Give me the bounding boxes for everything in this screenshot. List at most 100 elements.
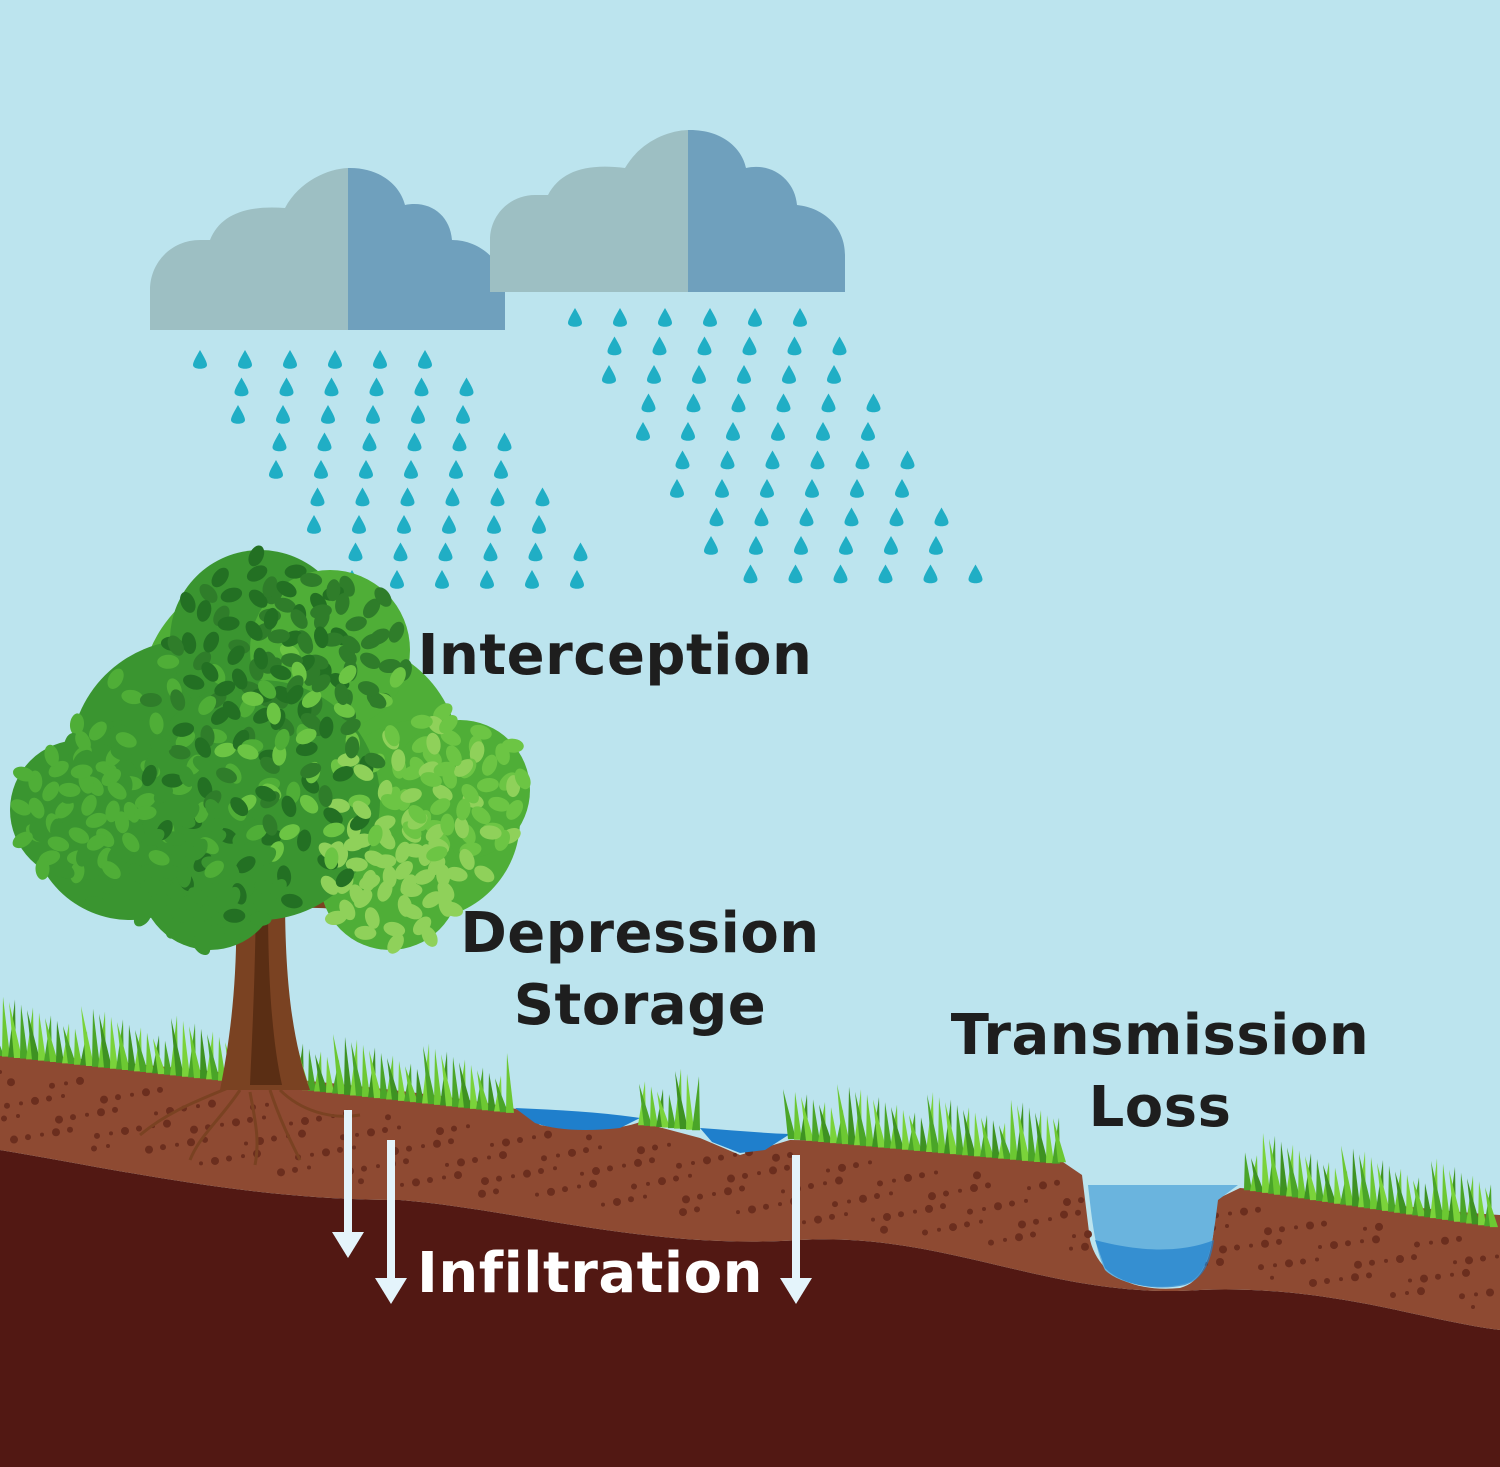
raindrop-icon [459,377,474,397]
raindrop-icon [737,365,751,384]
raindrop-icon [720,450,735,470]
raindrop-icon [613,308,627,327]
raindrop-icon [850,479,864,498]
raindrop-icon [494,460,508,479]
raindrop-icon [373,350,387,369]
raindrop-icon [794,536,808,555]
raindrop-icon [362,432,377,452]
raindrop-icon [726,422,740,441]
down-arrow-icon [332,1110,364,1258]
raindrop-icon [641,393,656,413]
raindrop-icon [715,479,729,498]
raindrop-icon [369,377,384,397]
raindrop-icon [314,460,328,479]
raindrop-icon [452,432,467,452]
raindrop-icon [681,422,695,441]
raindrop-icon [602,365,616,384]
down-arrow-icon [375,1140,407,1304]
raindrop-icon [307,515,321,534]
raindrop-icon [193,350,207,369]
raindrop-icon [355,487,370,507]
depression-storage-line1: Depression [460,901,820,966]
cloud-icon [150,168,505,330]
raindrop-icon [816,422,830,441]
infiltration-label: Infiltration [417,1241,763,1306]
transmission-loss-line2: Loss [1088,1075,1232,1140]
raindrop-icon [647,365,661,384]
raindrop-icon [895,479,909,498]
raindrop-icon [573,542,588,562]
raindrop-icon [414,377,429,397]
raindrop-icon [742,336,757,356]
raindrop-icon [310,487,325,507]
raindrop-icon [456,405,470,424]
raindrop-icon [900,450,915,470]
raindrop-icon [670,479,684,498]
raindrop-icon [832,336,847,356]
raindrop-icon [889,507,904,527]
raindrop-icon [328,350,342,369]
raindrop-icon [855,450,870,470]
raindrop-icon [532,515,546,534]
raindrop-icon [317,432,332,452]
raindrop-icon [324,377,339,397]
raindrop-icon [231,405,245,424]
depression-water [515,1108,640,1131]
raindrop-icon [675,450,690,470]
raindrop-icon [805,479,819,498]
raindrop-icon [490,487,505,507]
raindrop-icon [771,422,785,441]
raindrop-icon [234,377,249,397]
raindrop-icon [435,570,449,589]
raindrop-icon [686,393,701,413]
channel-water-deep [1095,1240,1214,1288]
raindrop-icon [442,515,456,534]
raindrop-icon [483,542,498,562]
raindrop-icon [525,570,539,589]
raindrop-icon [731,393,746,413]
raindrop-icon [480,570,494,589]
raindrop-icon [692,365,706,384]
raindrop-icon [276,405,290,424]
raindrop-icon [321,405,335,424]
raindrop-icon [418,350,432,369]
raindrop-icon [793,308,807,327]
raindrop-icon [390,570,404,589]
raindrop-icon [269,460,283,479]
raindrop-icon [366,405,380,424]
raindrop-icon [393,542,408,562]
raindrop-icon [703,308,717,327]
cloud-icon [490,130,845,292]
transmission-loss-line1: Transmission [950,1003,1370,1068]
raindrop-icon [652,336,667,356]
raindrop-icon [884,536,898,555]
tree-icon [10,545,531,1166]
depression-storage-label: Depression Storage [440,898,840,1042]
transmission-loss-label: Transmission Loss [930,1000,1390,1144]
raindrop-icon [749,536,763,555]
raindrop-icon [827,365,841,384]
raindrop-icon [844,507,859,527]
raindrop-icon [400,487,415,507]
raindrop-icon [754,507,769,527]
raindrop-icon [782,365,796,384]
raindrop-icon [348,542,363,562]
raindrop-icon [607,336,622,356]
raindrop-icon [497,432,512,452]
raindrop-icon [570,570,584,589]
raindrop-icon [743,564,758,584]
raindrop-icon [799,507,814,527]
raindrop-icon [934,507,949,527]
raindrop-icon [359,460,373,479]
raindrop-icon [449,460,463,479]
raindrop-icon [861,422,875,441]
raindrop-icon [765,450,780,470]
raindrop-icon [272,432,287,452]
raindrop-icon [704,536,718,555]
raindrop-icon [923,564,938,584]
raindrop-icon [568,308,582,327]
deep-soil [0,1150,1500,1467]
raindrop-icon [821,393,836,413]
